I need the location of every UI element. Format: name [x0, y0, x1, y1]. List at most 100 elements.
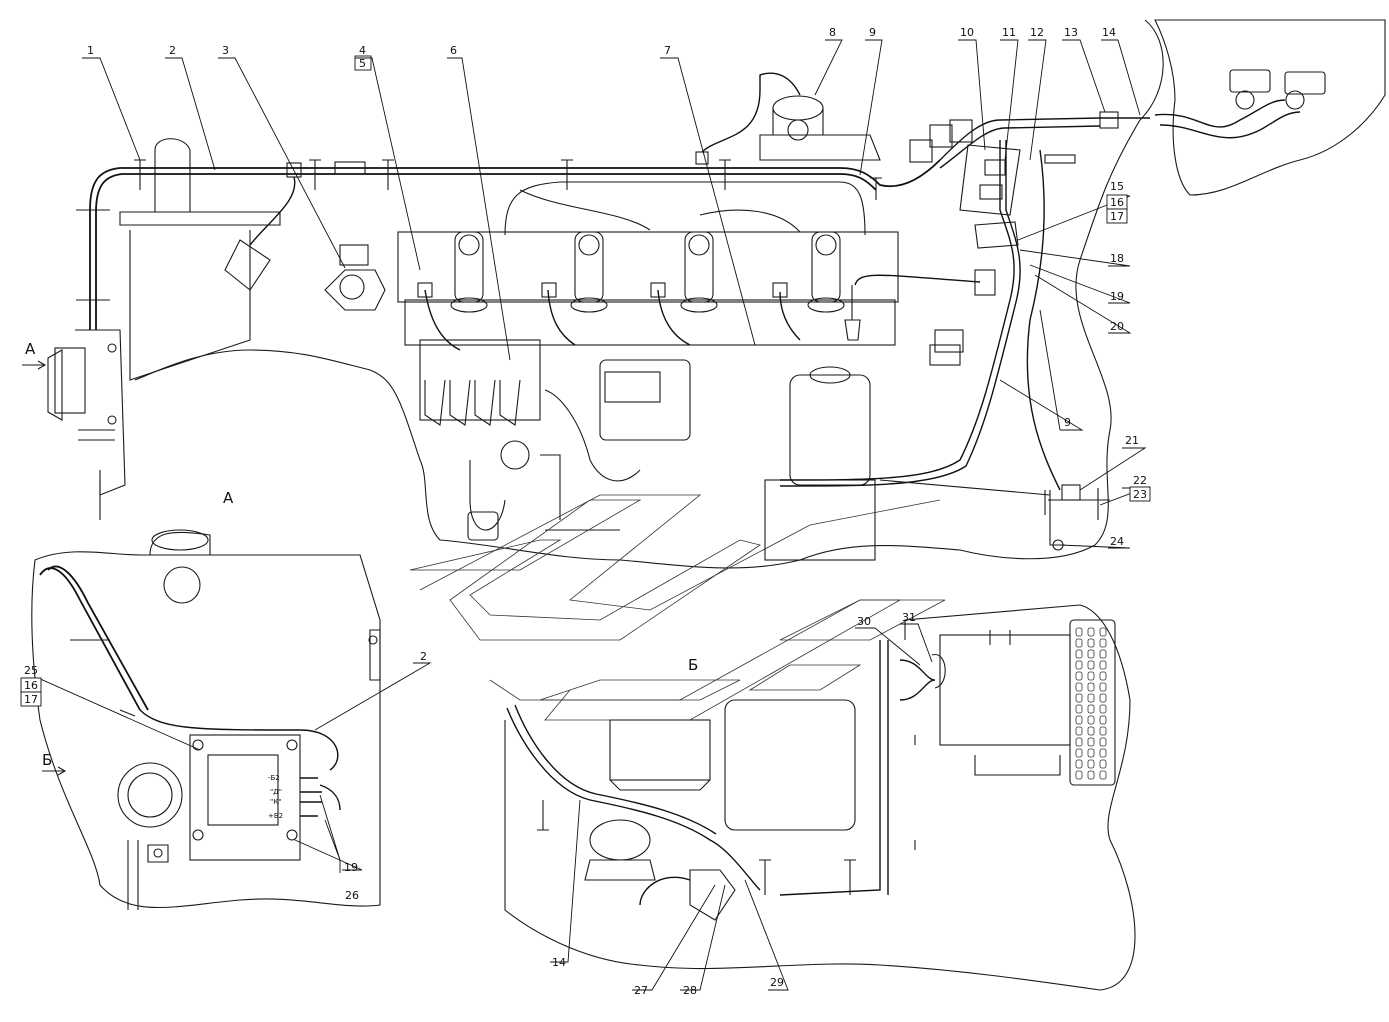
connector-pin — [1075, 715, 1083, 725]
callout-labels: 1 2 3 4 5 6 7 8 9 10 11 12 13 14 15 16 1… — [20, 26, 1151, 997]
connector-pin — [1075, 770, 1083, 780]
view-b-title: Б — [688, 656, 698, 674]
callout-23: 23 — [1133, 488, 1147, 501]
terminal-plus-b2: +Б2 — [268, 812, 283, 820]
engine-outline — [99, 19, 1164, 569]
view-b-arrow — [42, 766, 67, 776]
callout-27: 27 — [634, 984, 648, 997]
view-a-title: А — [223, 489, 234, 507]
main-harness — [76, 72, 1150, 491]
connector-pin — [1087, 649, 1095, 659]
callout-12: 12 — [1030, 26, 1044, 39]
view-a-arrow-label: А — [25, 340, 36, 358]
connector-pin — [1075, 726, 1083, 736]
callout-14-top: 14 — [1102, 26, 1116, 39]
callout-17: 17 — [1110, 210, 1124, 223]
callout-17-view-a: 17 — [24, 693, 38, 706]
callout-2-view-a: 2 — [420, 650, 427, 663]
connector-pin — [1099, 759, 1107, 769]
left-bracket — [47, 329, 126, 496]
connector-pins — [1075, 627, 1107, 780]
connector-pin — [1075, 660, 1083, 670]
connector-pin — [1087, 627, 1095, 637]
view-a-arrow — [22, 360, 47, 370]
connector-pin — [1075, 649, 1083, 659]
callout-31: 31 — [902, 611, 916, 624]
connector-pin — [1087, 726, 1095, 736]
callout-1: 1 — [87, 44, 94, 57]
view-b-detail — [504, 604, 1136, 991]
callout-8: 8 — [829, 26, 836, 39]
callout-19-view-a: 19 — [344, 861, 358, 874]
callout-20: 20 — [1110, 320, 1124, 333]
connector-pin — [1087, 715, 1095, 725]
callout-26: 26 — [345, 889, 359, 902]
connector-pin — [1099, 627, 1107, 637]
connector-pin — [1087, 704, 1095, 714]
callout-16: 16 — [1110, 196, 1124, 209]
fuel-pump — [419, 339, 691, 541]
connector-pin — [1099, 638, 1107, 648]
callout-11: 11 — [1002, 26, 1016, 39]
connector-pin — [1099, 693, 1107, 703]
connector-pin — [1087, 660, 1095, 670]
callout-3: 3 — [222, 44, 229, 57]
connector-pin — [1087, 737, 1095, 747]
callout-29: 29 — [770, 976, 784, 989]
callout-14-view-b: 14 — [552, 956, 566, 969]
callout-28: 28 — [683, 984, 697, 997]
connector-pin — [1075, 627, 1083, 637]
connector-pin — [1099, 660, 1107, 670]
connector-pin — [1099, 682, 1107, 692]
callout-2: 2 — [169, 44, 176, 57]
view-a-detail — [31, 529, 381, 910]
callout-underlines — [82, 39, 1118, 59]
connector-pin — [1087, 759, 1095, 769]
connector-pin — [1075, 759, 1083, 769]
callout-21: 21 — [1125, 434, 1139, 447]
view-b-arrow-shapes — [409, 494, 946, 721]
view-b-arrow-label: Б — [42, 751, 52, 769]
connector-pin — [1075, 638, 1083, 648]
ground-bracket — [879, 479, 1110, 551]
relay-block — [909, 119, 1076, 366]
connector-pin — [1087, 682, 1095, 692]
callout-4: 4 — [359, 44, 366, 57]
connector-pin — [1075, 671, 1083, 681]
connector-pin — [1075, 737, 1083, 747]
callout-22: 22 — [1133, 474, 1147, 487]
callout-5: 5 — [359, 57, 366, 70]
callout-24: 24 — [1110, 535, 1124, 548]
callout-9-right: 9 — [1064, 416, 1071, 429]
callout-13: 13 — [1064, 26, 1078, 39]
callout-16-view-a: 16 — [24, 679, 38, 692]
connector-pin — [1087, 671, 1095, 681]
callout-15: 15 — [1110, 180, 1124, 193]
connector-pin — [1099, 671, 1107, 681]
connector-pin — [1099, 737, 1107, 747]
view-labels: А А Б Б — [22, 340, 698, 776]
callout-6: 6 — [450, 44, 457, 57]
terminal-d: "Д" — [270, 788, 282, 796]
callout-19: 19 — [1110, 290, 1124, 303]
connector-pin — [1075, 682, 1083, 692]
connector-pin — [1087, 770, 1095, 780]
callout-7: 7 — [664, 44, 671, 57]
injector-row — [450, 231, 845, 313]
terminal-k: "К" — [270, 798, 281, 806]
callout-18: 18 — [1110, 252, 1124, 265]
connector-pin — [1075, 693, 1083, 703]
detail-connectors — [1154, 19, 1386, 196]
connector-pin — [1087, 638, 1095, 648]
connector-pin — [1099, 748, 1107, 758]
connector-pin — [1099, 704, 1107, 714]
callout-25: 25 — [24, 664, 38, 677]
connector-pin — [1075, 748, 1083, 758]
connector-pin — [1099, 649, 1107, 659]
glow-plug-leads — [417, 282, 801, 351]
connector-pin — [1099, 770, 1107, 780]
connector-pin — [1099, 726, 1107, 736]
connector-pin — [1099, 715, 1107, 725]
connector-pin — [1075, 704, 1083, 714]
terminal-minus-b2: -Б2 — [268, 774, 280, 782]
